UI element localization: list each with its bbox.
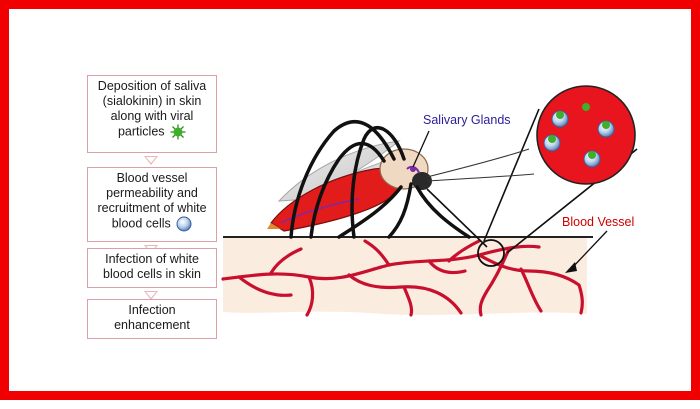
virus-icon	[582, 103, 590, 111]
infected-cell-icon	[552, 111, 568, 127]
blood-vessel-label: Blood Vessel	[562, 215, 634, 229]
flow-step-1: Deposition of saliva (sialokinin) in ski…	[87, 75, 217, 153]
infected-cell-icon	[584, 151, 600, 167]
infected-cell-icon	[598, 121, 614, 137]
zoom-bubble	[537, 86, 635, 184]
flow-step-1-text: Deposition of saliva (sialokinin) in ski…	[98, 79, 206, 138]
infected-cell-icon	[544, 135, 560, 151]
virus-icon	[170, 124, 186, 140]
flow-arrow-1	[144, 156, 158, 165]
mosquito	[267, 122, 534, 247]
flow-step-3: Infection of white blood cells in skin	[87, 248, 217, 288]
salivary-glands-label: Salivary Glands	[423, 113, 511, 127]
flow-step-2: Blood vessel permeability and recruitmen…	[87, 167, 217, 242]
flow-step-4-text: Infection enhancement	[114, 303, 190, 332]
flow-step-3-text: Infection of white blood cells in skin	[103, 252, 201, 281]
white-blood-cell-icon	[176, 216, 192, 232]
flow-step-4: Infection enhancement	[87, 299, 217, 339]
slide-frame: Deposition of saliva (sialokinin) in ski…	[0, 0, 700, 400]
